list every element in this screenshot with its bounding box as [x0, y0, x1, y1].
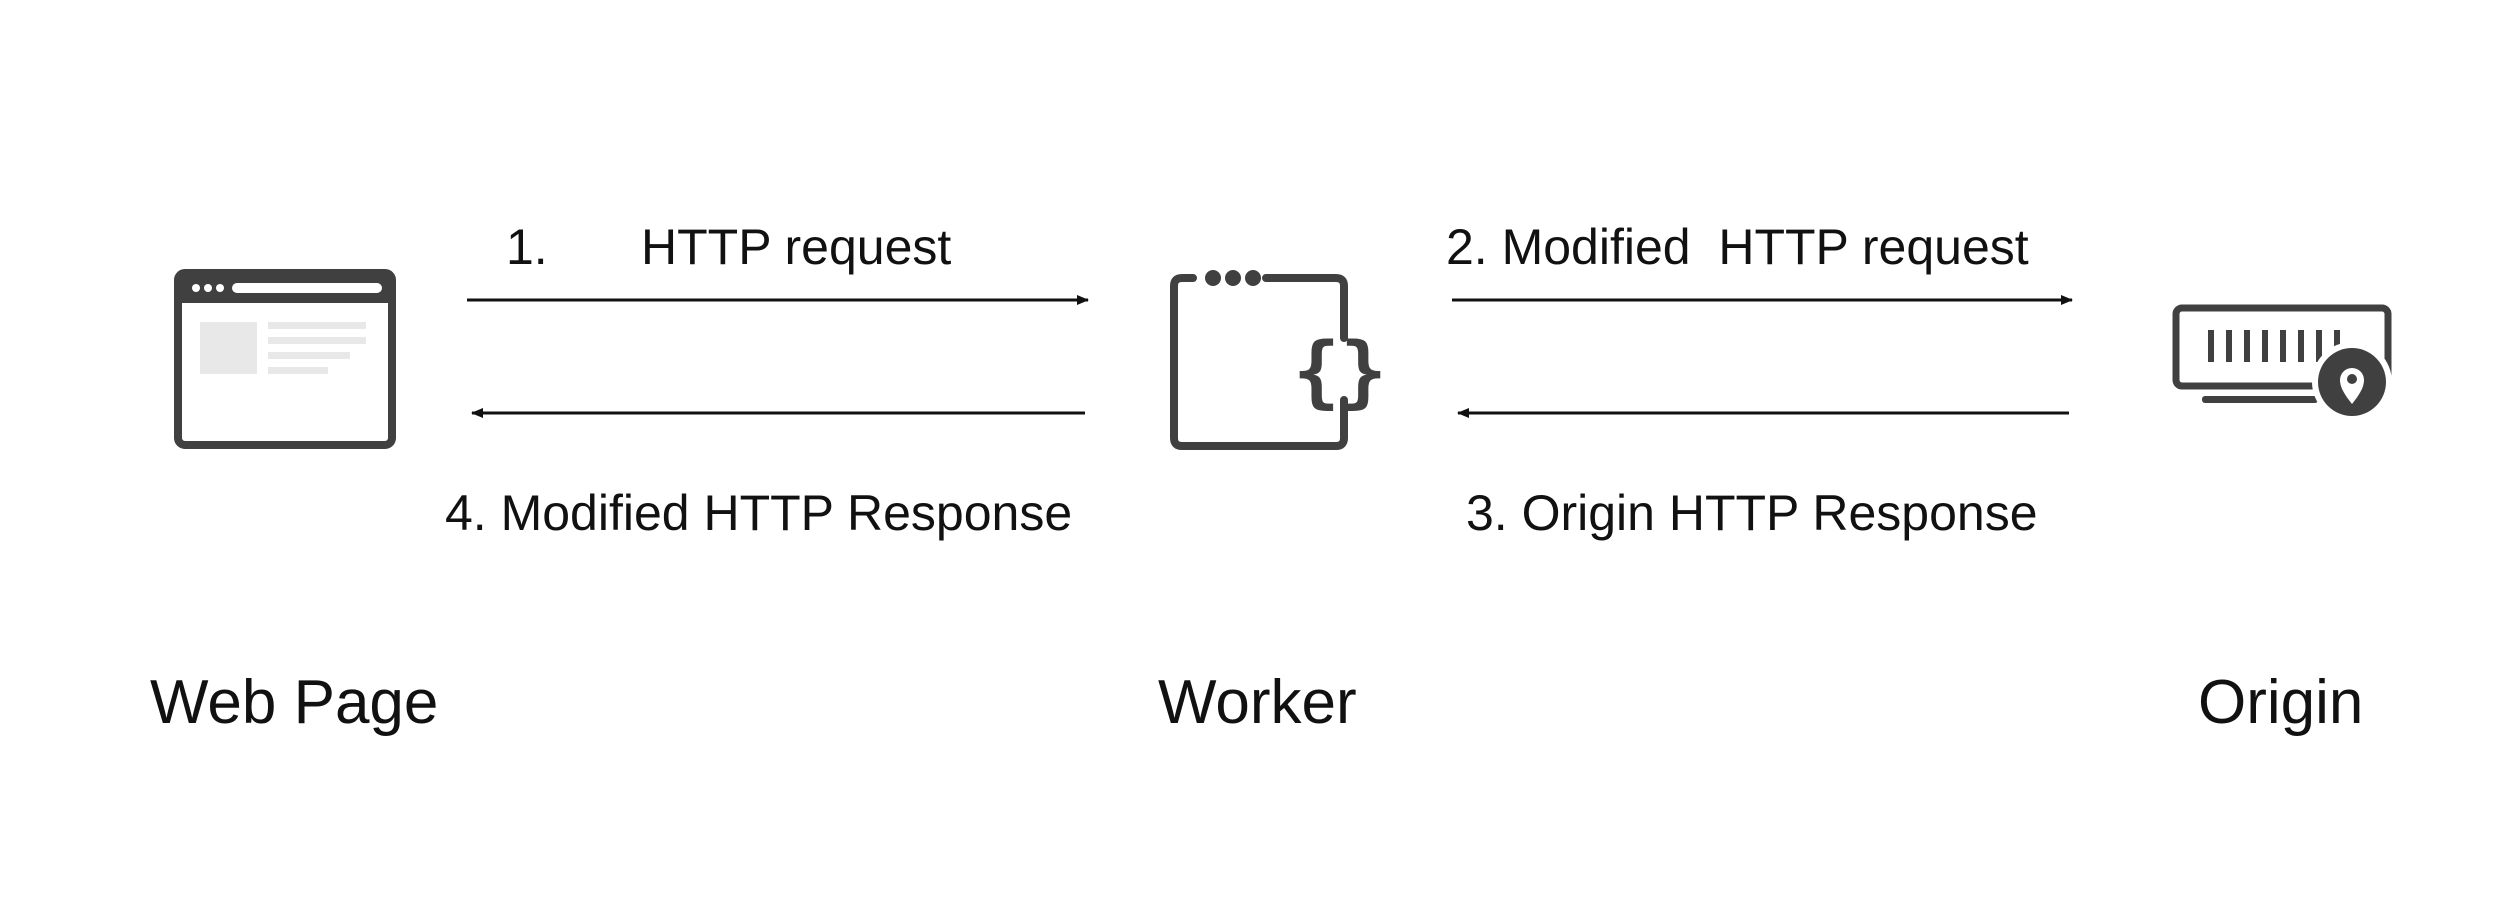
code-braces-window-icon: {} [1170, 270, 1387, 450]
browser-window-icon [174, 269, 396, 449]
web-page-label: Web Page [150, 668, 439, 737]
server-location-icon [2172, 304, 2392, 422]
worker-label: Worker [1158, 668, 1357, 737]
step3-label: 3. Origin HTTP Response [1466, 485, 2038, 541]
origin-label: Origin [2198, 668, 2364, 737]
svg-text:{}: {} [1293, 327, 1387, 417]
step1-label: HTTP request [641, 219, 952, 275]
step4-label: 4. Modified HTTP Response [445, 485, 1073, 541]
step1-number: 1. [506, 219, 548, 275]
step2-label: 2. Modified HTTP request [1446, 219, 2029, 275]
